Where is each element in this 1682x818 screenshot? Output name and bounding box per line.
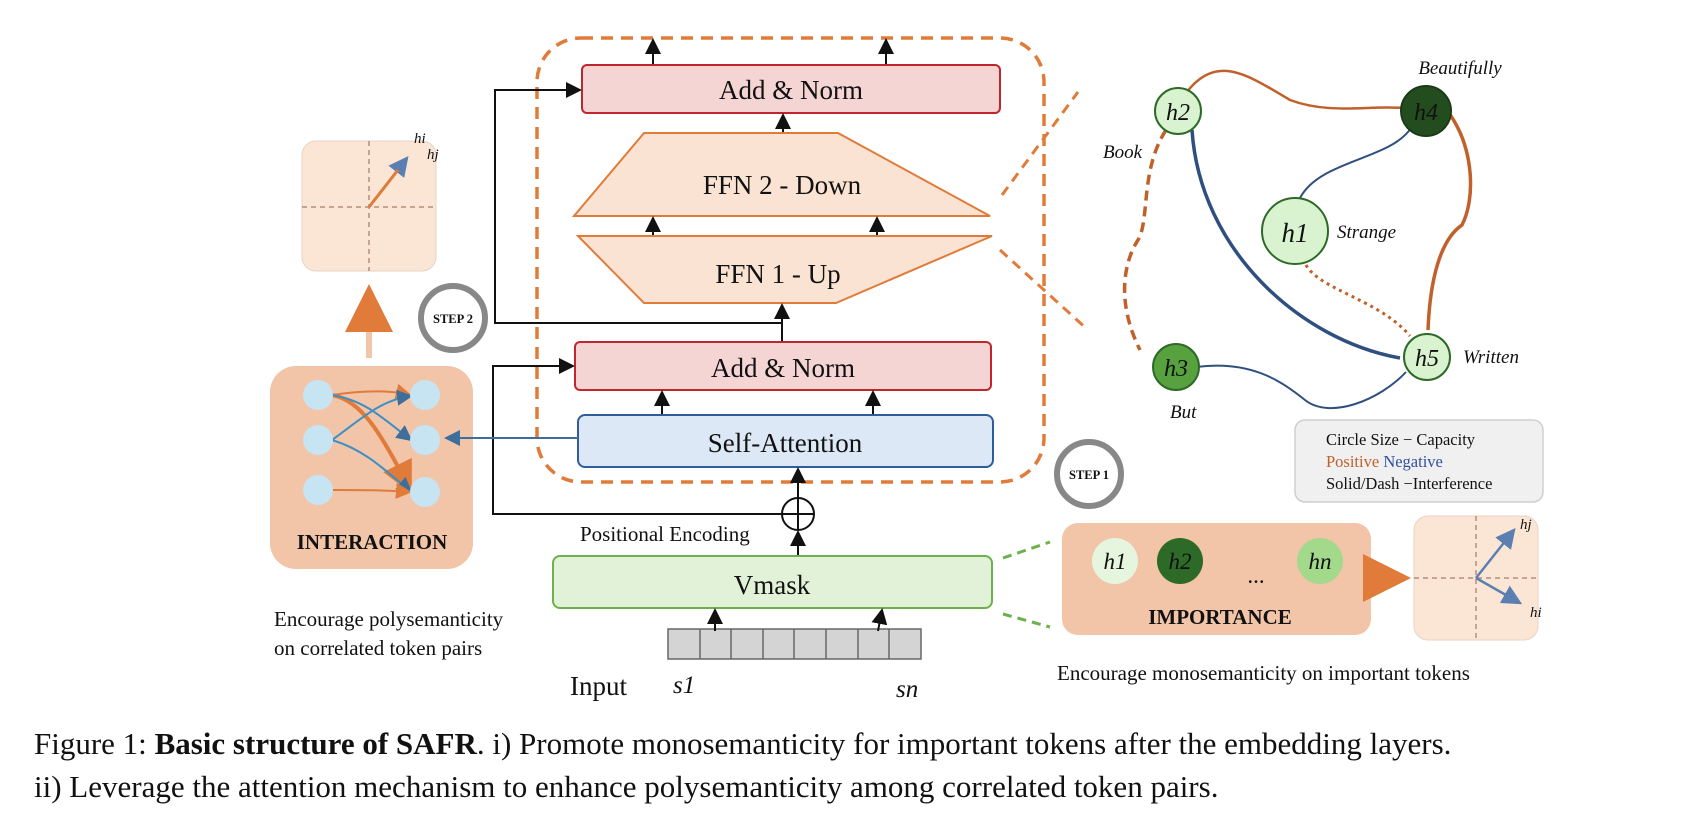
legend-solid-dash: Solid/Dash −Interference [1326, 474, 1492, 493]
importance-node-h2-label: h2 [1169, 549, 1192, 574]
legend-positive: Positive [1326, 452, 1379, 471]
caption-line2: ii) Leverage the attention mechanism to … [34, 769, 1219, 804]
edge-h2-h3 [1122, 129, 1168, 351]
residual-attn-line [492, 358, 798, 515]
graph-node-h1-label: h1 [1282, 218, 1309, 248]
self-attention-box [577, 414, 994, 468]
add-norm-top-label: Add & Norm [719, 75, 863, 105]
legend-polarity-line: Positive Negative [1326, 452, 1443, 471]
step1-badge [1054, 439, 1124, 509]
importance-ellipsis: ... [1247, 563, 1264, 588]
token-last-label: sn [896, 676, 918, 703]
interaction-vector-hj [367, 169, 400, 208]
graph-legend [1294, 419, 1544, 503]
positional-encoding-label: Positional Encoding [580, 522, 750, 546]
importance-vector-label-hj: hj [1520, 517, 1532, 533]
self-attention-label: Self-Attention [708, 428, 863, 458]
zoom-line-bottom [998, 248, 1090, 332]
token-graph-edges [1122, 69, 1473, 409]
step2-label: STEP 2 [433, 312, 473, 326]
add-norm-bottom-label: Add & Norm [711, 353, 855, 383]
graph-node-h5: h5 [1403, 333, 1451, 381]
input-label: Input [570, 671, 627, 701]
interaction-panel [270, 366, 473, 569]
graph-node-h1: h1 [1261, 197, 1329, 265]
legend-negative: Negative [1383, 452, 1443, 471]
caption-prefix: Figure 1: [34, 726, 155, 761]
graph-node-h2-label: h2 [1166, 100, 1190, 126]
importance-node-h2 [1157, 538, 1203, 584]
edge-h3-h5 [1195, 364, 1407, 409]
vmask-label: Vmask [734, 570, 811, 600]
ffn2-down-block [571, 132, 991, 217]
vmask-importance-link-bottom [1002, 612, 1051, 629]
ffn1-up-block [575, 235, 993, 304]
graph-word-but: But [1170, 402, 1197, 423]
importance-vector-label-hi: hi [1530, 605, 1542, 621]
caption-bold-title: Basic structure of SAFR [154, 726, 477, 761]
ffn2-down-label: FFN 2 - Down [703, 170, 862, 200]
vmask-importance-link-top [1002, 540, 1051, 560]
importance-panel [1062, 523, 1371, 635]
edge-h2-h4 [1174, 69, 1403, 110]
importance-note: Encourage monosemanticity on important t… [1057, 661, 1470, 685]
add-norm-bottom-box [574, 341, 992, 391]
step1-label: STEP 1 [1069, 468, 1109, 482]
edge-h4-h1 [1299, 127, 1412, 199]
vmask-box [552, 555, 993, 609]
edge-h1-h5 [1304, 264, 1412, 337]
input-token-strip [667, 628, 922, 660]
graph-word-strange: Strange [1337, 222, 1396, 243]
importance-title: IMPORTANCE [1148, 605, 1292, 629]
legend-circle-size: Circle Size − Capacity [1326, 430, 1476, 449]
importance-node-h1 [1092, 538, 1138, 584]
zoom-line-top [1000, 91, 1080, 196]
graph-node-h4-label: h4 [1414, 100, 1438, 126]
importance-node-hn-label: hn [1309, 549, 1332, 574]
step2-badge [418, 283, 488, 353]
graph-node-h3-label: h3 [1164, 356, 1188, 382]
edge-h4-h5 [1426, 111, 1473, 331]
graph-node-h3: h3 [1152, 343, 1200, 391]
graph-node-h2: h2 [1154, 87, 1202, 135]
graph-word-beautifully: Beautifully [1418, 58, 1502, 79]
graph-node-h4: h4 [1400, 85, 1452, 137]
interaction-note-line1: Encourage polysemanticity [274, 607, 504, 631]
ffn1-up-label: FFN 1 - Up [715, 259, 840, 289]
add-norm-top-box [581, 64, 1001, 114]
arrow-input-to-vmask-right [871, 608, 888, 632]
caption-line1: Figure 1: Basic structure of SAFR. i) Pr… [34, 722, 1664, 765]
token-first-label: s1 [673, 672, 695, 699]
interaction-network [303, 380, 440, 507]
importance-vector-hi [1475, 576, 1523, 605]
interaction-title: INTERACTION [297, 530, 448, 554]
caption-rest: . i) Promote monosemanticity for importa… [476, 726, 1452, 761]
importance-node-h1-label: h1 [1104, 549, 1127, 574]
graph-word-written: Written [1463, 347, 1519, 368]
importance-vector-hj [1475, 528, 1516, 579]
edge-h2-h5 [1190, 129, 1401, 360]
importance-node-hn [1297, 538, 1343, 584]
figure-caption: Figure 1: Basic structure of SAFR. i) Pr… [34, 722, 1664, 808]
graph-node-h5-label: h5 [1415, 346, 1439, 372]
graph-word-book: Book [1103, 142, 1143, 163]
interaction-note-line2: on correlated token pairs [274, 636, 482, 660]
interaction-vector-label-hi: hi [414, 131, 426, 147]
residual-ffn-line [494, 82, 782, 324]
interaction-vector-label-hj: hj [427, 147, 439, 163]
